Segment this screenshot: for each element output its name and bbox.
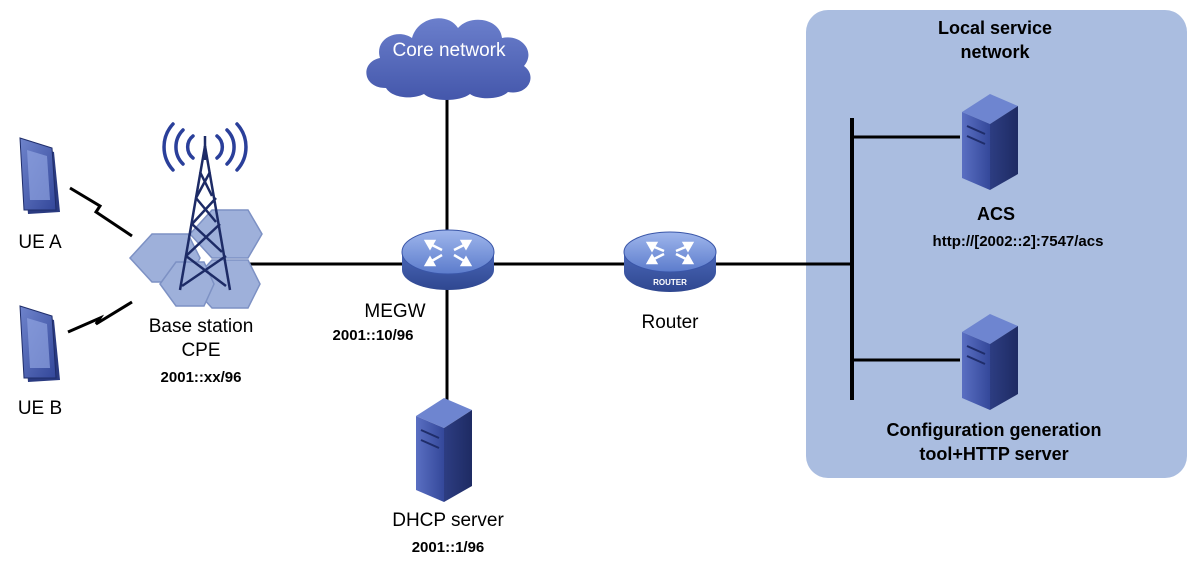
core-network-label: Core network — [393, 40, 506, 61]
ue-a[interactable]: UE A — [18, 137, 133, 253]
ue-b-label: UE B — [18, 398, 62, 419]
server-icon — [962, 314, 1018, 410]
tower-icon — [178, 136, 232, 291]
radio-waves-icon — [162, 122, 248, 172]
server-icon — [962, 94, 1018, 190]
router-label: Router — [641, 312, 699, 333]
megw-address: 2001::10/96 — [333, 327, 414, 344]
router[interactable]: ROUTER Router — [623, 231, 717, 333]
acs-url: http://[2002::2]:7547/acs — [933, 233, 1104, 250]
switch-icon — [401, 229, 495, 290]
core-network-cloud[interactable]: Core network — [366, 18, 531, 101]
ue-a-label: UE A — [18, 232, 62, 253]
router-badge: ROUTER — [653, 278, 687, 287]
megw-label: MEGW — [364, 301, 425, 322]
base-station-address: 2001::xx/96 — [161, 369, 242, 386]
config-server-label-line1: Configuration generation — [887, 420, 1102, 440]
phone-icon — [19, 305, 60, 382]
hexagon-cells-icon — [128, 209, 263, 309]
wireless-link-icon — [69, 186, 133, 238]
dhcp-server[interactable]: DHCP server 2001::1/96 — [392, 398, 504, 556]
acs-server[interactable]: ACS http://[2002::2]:7547/acs — [933, 94, 1104, 250]
router-icon: ROUTER — [623, 231, 717, 292]
cloud-icon — [366, 18, 531, 101]
server-icon — [416, 398, 472, 502]
base-station[interactable]: Base station CPE 2001::xx/96 — [128, 122, 263, 386]
acs-label: ACS — [977, 204, 1015, 224]
dhcp-address: 2001::1/96 — [412, 539, 485, 556]
config-http-server[interactable]: Configuration generation tool+HTTP serve… — [887, 314, 1102, 464]
wireless-link-icon — [67, 300, 133, 334]
ue-b[interactable]: UE B — [18, 300, 133, 419]
local-network-title-line1: Local service — [938, 18, 1052, 38]
local-network-title-line2: network — [960, 42, 1030, 62]
base-station-label-line2: CPE — [181, 340, 220, 361]
config-server-label-line2: tool+HTTP server — [919, 444, 1068, 464]
megw[interactable]: MEGW 2001::10/96 — [333, 229, 495, 344]
phone-icon — [19, 137, 60, 214]
base-station-label-line1: Base station — [149, 316, 254, 337]
dhcp-label: DHCP server — [392, 510, 504, 531]
links — [250, 88, 960, 400]
